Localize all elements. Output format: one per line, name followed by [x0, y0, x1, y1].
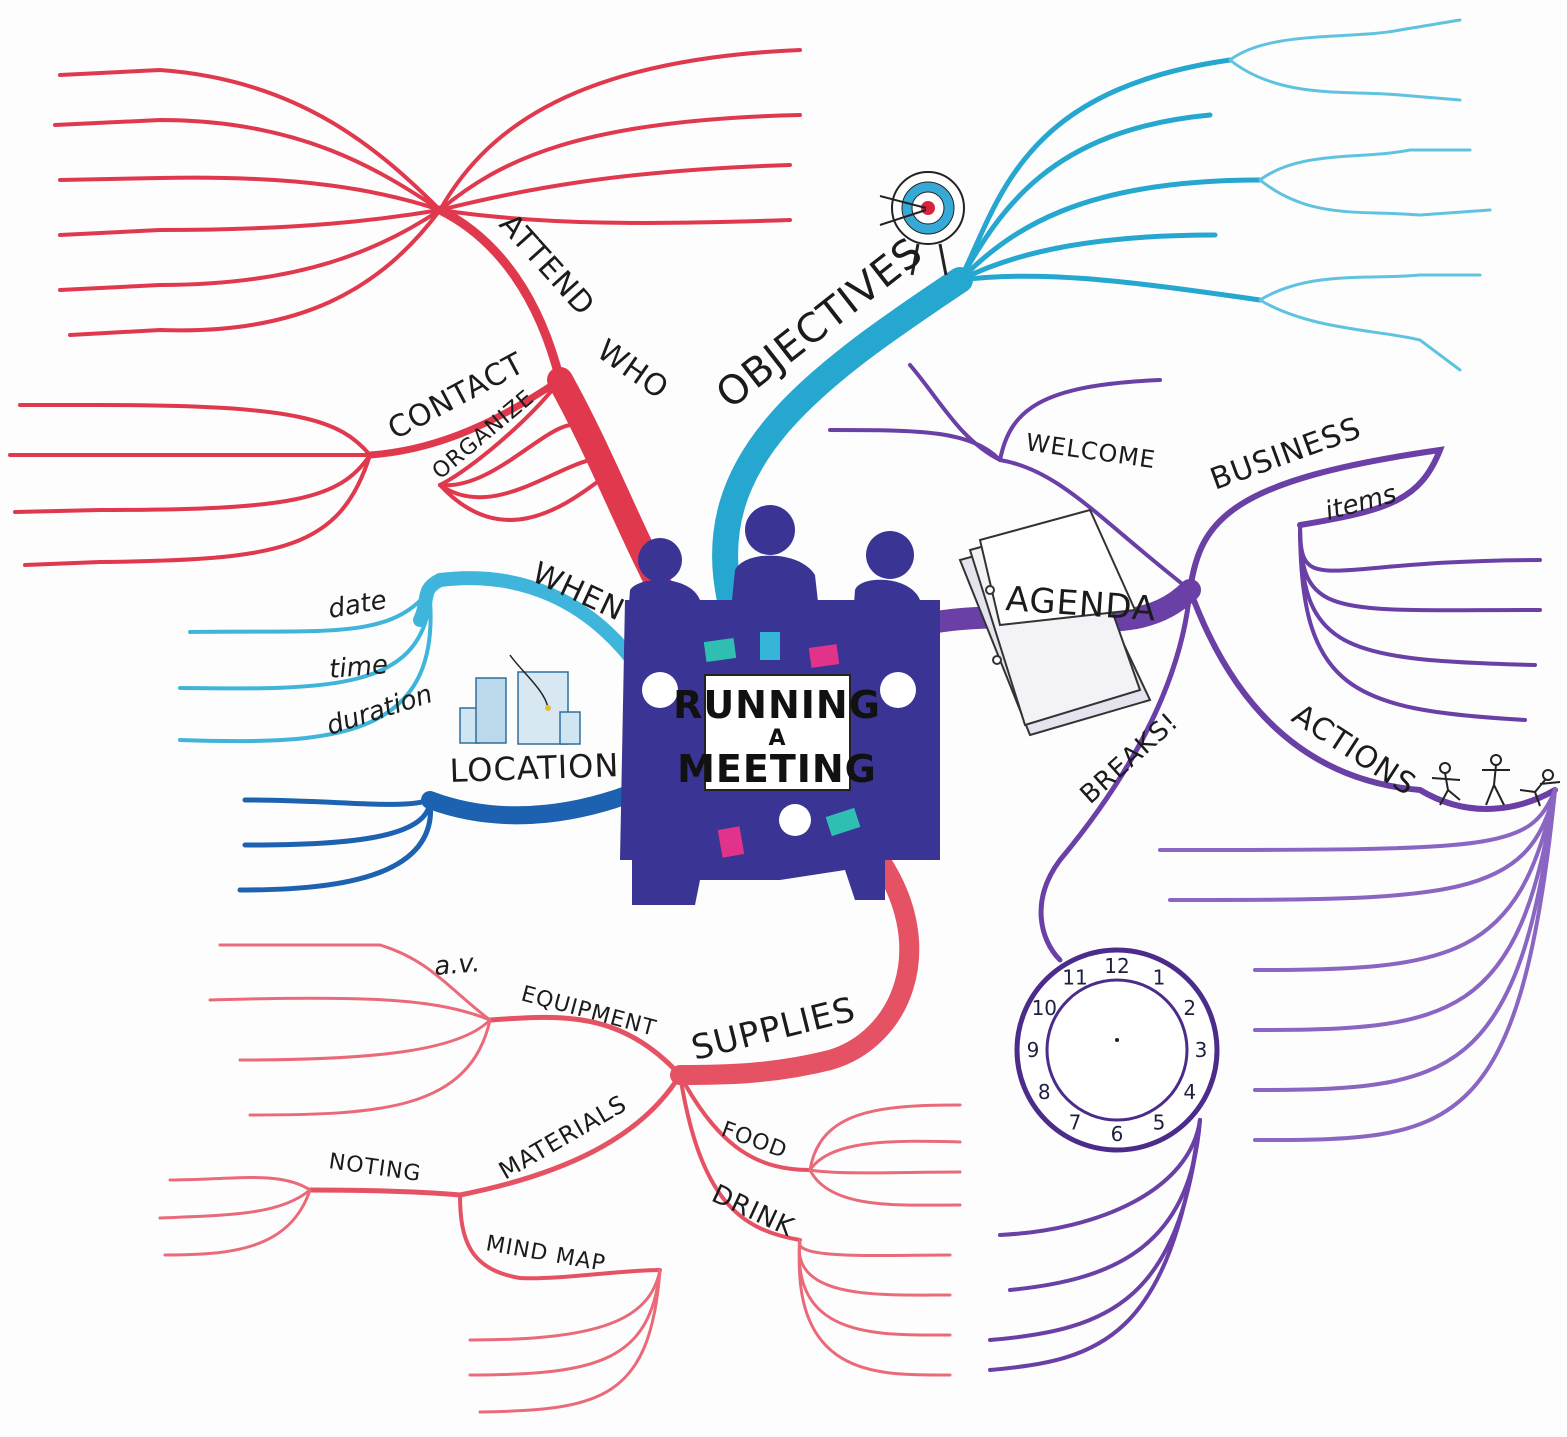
clock-number: 4	[1183, 1080, 1196, 1104]
label-time: time	[328, 650, 389, 685]
clock-number: 12	[1104, 954, 1129, 978]
clock-icon	[1014, 947, 1220, 1153]
label-who: WHO	[590, 333, 675, 407]
label-date: date	[326, 585, 389, 625]
clock-number: 1	[1153, 965, 1166, 989]
label-drink: DRINK	[707, 1179, 799, 1243]
clock-number: 8	[1038, 1080, 1051, 1104]
label-duration: duration	[323, 679, 436, 741]
label-breaks: BREAKS!	[1075, 707, 1185, 810]
center-title-line2: A	[768, 726, 785, 751]
target-icon	[879, 171, 965, 276]
clock-number: 9	[1027, 1038, 1040, 1062]
clock-number: 11	[1062, 965, 1087, 989]
stick-figures-icon	[1431, 754, 1561, 807]
clock-number: 2	[1183, 996, 1196, 1020]
central-image	[620, 505, 940, 905]
label-noting: NOTING	[327, 1149, 423, 1187]
label-items: items	[1322, 479, 1400, 527]
objectives-branch	[712, 18, 1492, 613]
when-branch	[178, 571, 647, 744]
supplies-branch	[158, 850, 962, 1414]
clock-number: 3	[1195, 1038, 1208, 1062]
clock-number: 6	[1111, 1122, 1124, 1146]
agenda-branch	[828, 363, 1558, 1372]
label-mind-map: MIND MAP	[484, 1231, 608, 1277]
label-av: a.v.	[433, 948, 481, 982]
clock-number: 10	[1032, 996, 1057, 1020]
center-title-line1: RUNNING	[673, 683, 881, 727]
clock-number: 5	[1153, 1111, 1166, 1135]
label-equipment: EQUIPMENT	[518, 982, 659, 1042]
center-title-line3: MEETING	[677, 747, 877, 791]
location-branch	[237, 781, 649, 893]
papers-icon	[958, 508, 1152, 737]
label-welcome: WELCOME	[1024, 428, 1157, 474]
city-map-icon	[459, 654, 581, 745]
label-location: LOCATION	[449, 746, 620, 790]
who-branch	[8, 48, 802, 653]
clock-number: 7	[1069, 1111, 1082, 1135]
label-materials: MATERIALS	[494, 1090, 632, 1186]
